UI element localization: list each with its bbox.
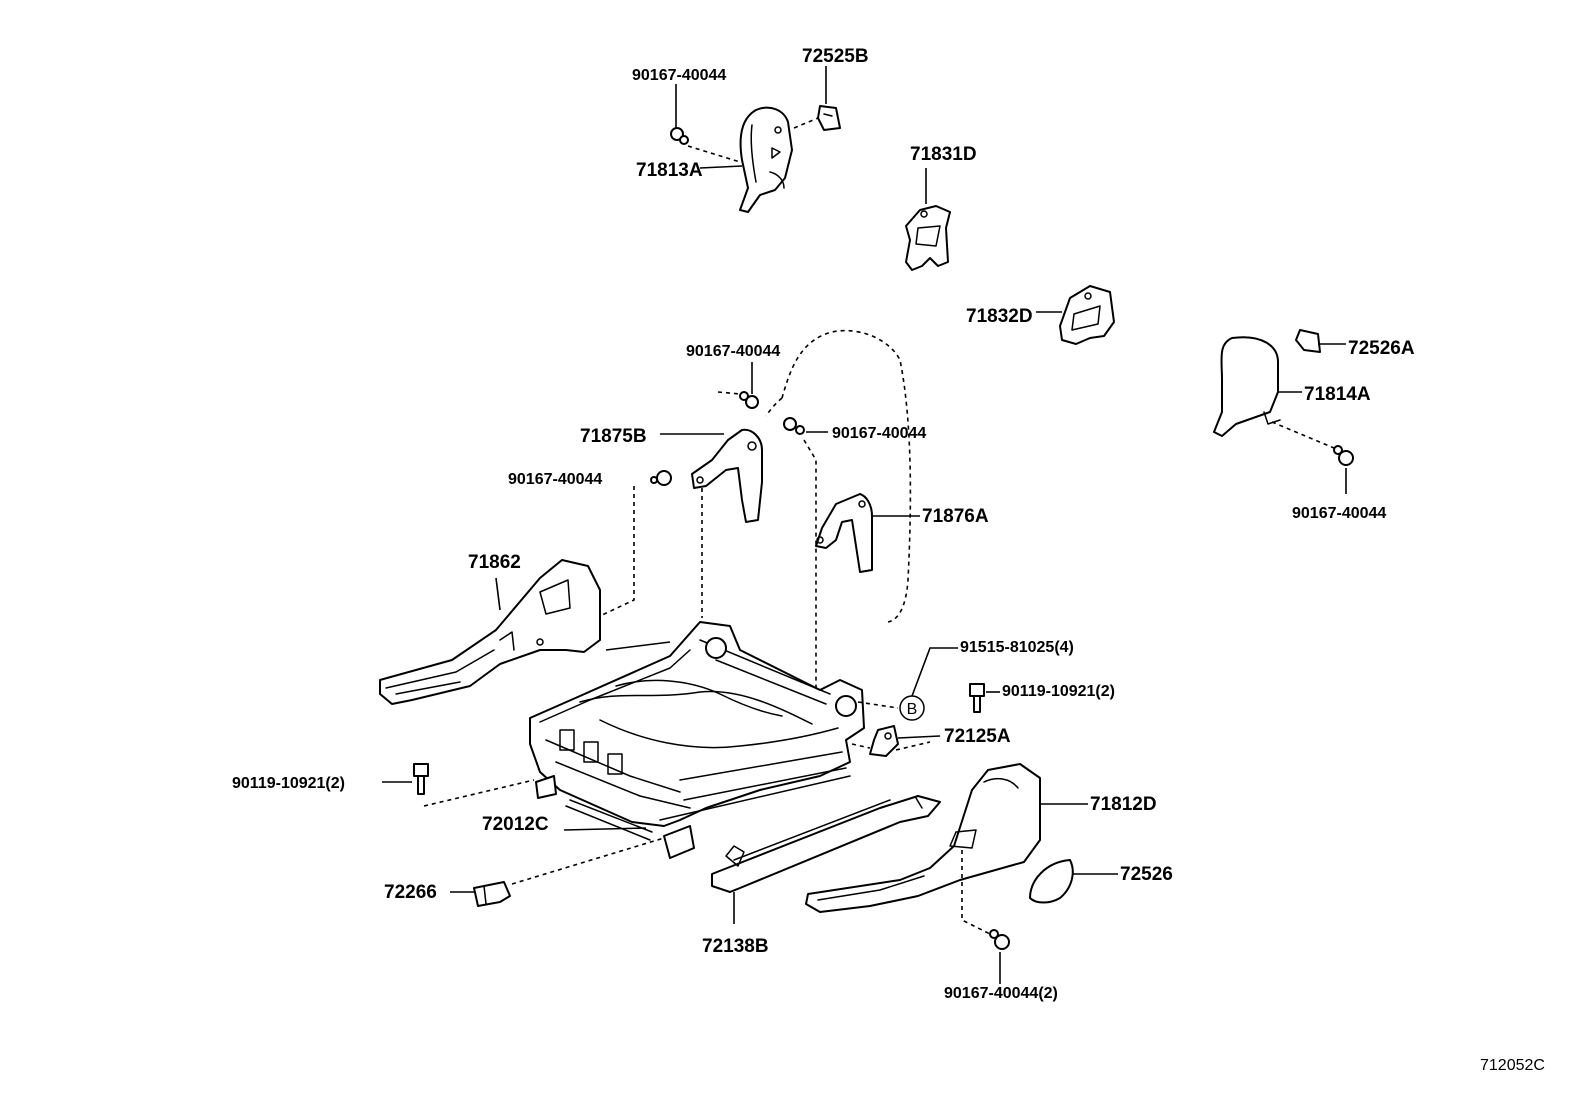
label-90167-bottom: 90167-40044(2) <box>944 985 1058 1002</box>
dashed-90167-mid-right <box>803 439 817 688</box>
leader-91515 <box>911 647 958 697</box>
leader-frame-left <box>605 641 671 651</box>
dashed-72266 <box>511 837 665 885</box>
part-71876A-shape <box>815 493 873 573</box>
part-71813A-shape <box>739 106 793 213</box>
bolt-icon <box>989 929 1010 950</box>
label-71813A: 71813A <box>636 160 703 181</box>
part-72525B-shape <box>817 105 841 131</box>
label-90167-right: 90167-40044 <box>1292 505 1386 522</box>
part-72125A-shape <box>869 725 899 757</box>
leader-72012C <box>563 827 647 831</box>
bolt-icon <box>413 763 429 795</box>
label-72526A: 72526A <box>1348 338 1415 359</box>
bolt-icon <box>670 127 689 145</box>
dashed-ref-B <box>857 701 899 709</box>
dashed-90167-mid-left <box>599 486 635 617</box>
dashed-90167-mid-top <box>717 391 741 395</box>
part-71831D-shape <box>905 205 951 271</box>
label-90167-mid-right: 90167-40044 <box>832 425 926 442</box>
label-90119-right: 90119-10921(2) <box>1002 683 1115 700</box>
label-71876A: 71876A <box>922 506 989 527</box>
label-71831D: 71831D <box>910 144 977 165</box>
label-90119-left: 90119-10921(2) <box>232 775 345 792</box>
leader-dashed-71814A-bolt <box>1271 421 1335 449</box>
part-71812D-shape <box>805 763 1041 913</box>
leader-71813A <box>699 165 743 169</box>
bolt-icon <box>1333 445 1354 466</box>
label-72012C: 72012C <box>482 814 549 835</box>
seatback-outline <box>781 329 912 623</box>
label-91515: 91515-81025(4) <box>960 639 1074 656</box>
label-72525B: 72525B <box>802 46 869 67</box>
bolt-icon <box>739 391 759 409</box>
bolt-icon <box>650 470 672 486</box>
part-71875B-shape <box>691 428 763 523</box>
bolt-icon <box>783 417 805 435</box>
label-71875B: 71875B <box>580 426 647 447</box>
ref-marker-B: B <box>899 695 925 721</box>
label-72125A: 72125A <box>944 726 1011 747</box>
dashed-72125A-frame <box>851 743 871 749</box>
label-90167-mid-left: 90167-40044 <box>508 471 602 488</box>
label-72526: 72526 <box>1120 864 1173 885</box>
bolt-icon <box>969 683 985 713</box>
diagram-code: 712052C <box>1480 1057 1545 1074</box>
part-72526A-shape <box>1295 329 1321 353</box>
label-72266: 72266 <box>384 882 437 903</box>
dashed-90167-bottom <box>961 850 991 935</box>
part-72526-shape <box>1029 859 1074 904</box>
part-72138B-shape <box>711 795 941 893</box>
leader-72125A <box>897 735 941 739</box>
part-72266-shape <box>473 881 511 907</box>
leader-dashed-90167-top <box>687 145 741 163</box>
leader-dashed-72525B <box>793 117 819 129</box>
seatback-outline-left <box>765 397 783 417</box>
leader-71862 <box>495 577 501 611</box>
part-71814A-shape <box>1213 336 1281 437</box>
label-90167-mid-top: 90167-40044 <box>686 343 780 360</box>
ref-marker-B-text: B <box>907 701 918 718</box>
dashed-72125A <box>895 741 931 751</box>
label-71812D: 71812D <box>1090 794 1157 815</box>
part-72012C-frame <box>529 621 865 859</box>
dashed-90119-left <box>423 779 535 807</box>
label-71814A: 71814A <box>1304 384 1371 405</box>
label-72138B: 72138B <box>702 936 769 957</box>
label-71832D: 71832D <box>966 306 1033 327</box>
label-90167-top: 90167-40044 <box>632 67 726 84</box>
label-71862: 71862 <box>468 552 521 573</box>
part-71862-shape <box>379 559 601 705</box>
part-71832D-shape <box>1059 285 1115 345</box>
